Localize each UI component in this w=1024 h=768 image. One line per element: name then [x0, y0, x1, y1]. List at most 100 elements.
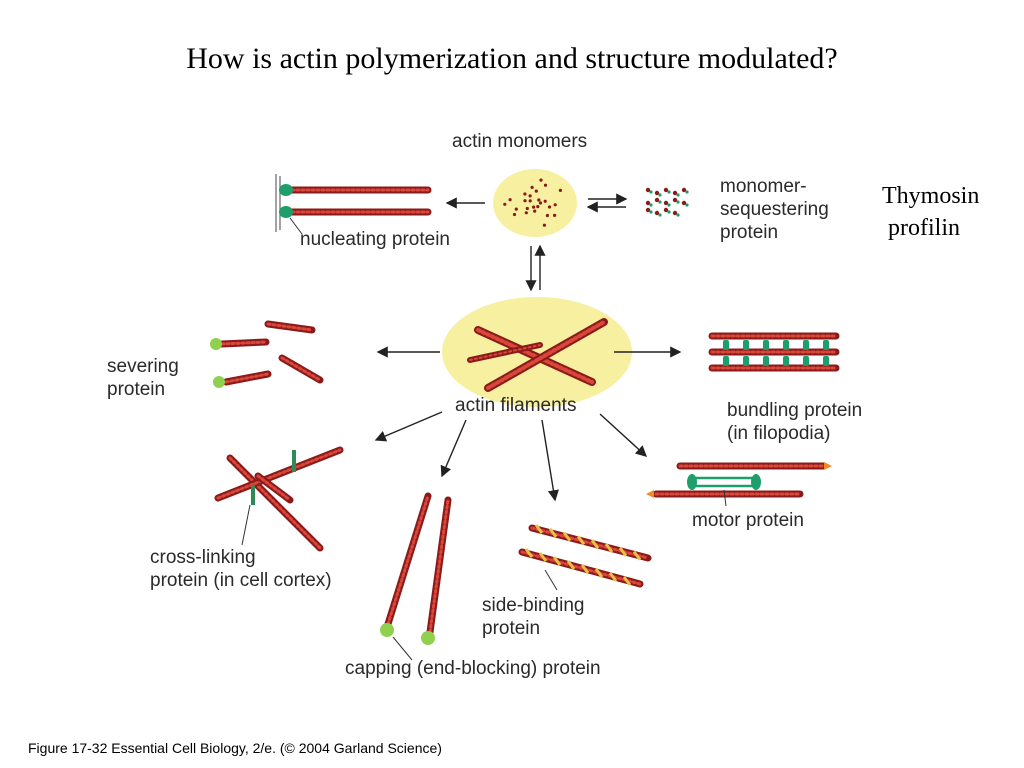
sequestering-protein [649, 210, 653, 214]
sequestered-monomer [645, 207, 651, 213]
figure-caption: Figure 17-32 Essential Cell Biology, 2/e… [28, 740, 442, 756]
side-binding-protein [590, 539, 600, 550]
actin-monomer [524, 211, 528, 215]
bundling-proteins [723, 340, 829, 366]
sequestering-protein [667, 210, 671, 214]
label-severing-1: severing [107, 356, 179, 377]
arrows [374, 193, 682, 502]
filament-pool [442, 297, 632, 407]
label-motor-protein: motor protein [692, 510, 804, 531]
arrow-to-motor [599, 413, 648, 457]
side-binding-protein [576, 535, 586, 546]
actin-filament-texture [228, 456, 322, 550]
actin-monomer [523, 192, 527, 196]
sequestering-protein [658, 200, 662, 204]
bundling-protein [743, 340, 749, 350]
sequestering-protein [658, 193, 662, 197]
actin-monomer [525, 206, 529, 211]
sequestered-monomer [645, 187, 651, 193]
actin-filament-texture [476, 328, 594, 384]
sequestered-monomer [654, 197, 660, 203]
sequestering-protein [676, 213, 680, 217]
actin-monomer [530, 185, 534, 189]
actin-monomer [528, 194, 532, 198]
actin-monomer [547, 205, 552, 209]
actin-monomer [558, 188, 563, 192]
actin-monomer [543, 199, 547, 203]
nucleating-protein-top [279, 184, 293, 196]
actin-monomer [523, 199, 527, 203]
arrow-to-capping [440, 419, 467, 478]
bundling-protein [743, 356, 749, 366]
sequestered-monomer [654, 190, 660, 196]
actin-filament-texture [386, 494, 430, 626]
actin-monomer [533, 209, 537, 213]
actin-monomer [553, 203, 557, 207]
note-profilin: profilin [888, 215, 960, 241]
side-binding-proteins [524, 524, 642, 586]
actin-filament-texture [428, 498, 450, 634]
label-bundling-1: bundling protein [727, 400, 863, 421]
actin-filament-texture [224, 372, 270, 384]
sequestering-protein [658, 213, 662, 217]
page-title: How is actin polymerization and structur… [186, 42, 838, 75]
side-binding-protein [622, 576, 632, 586]
actin-monomer [512, 212, 517, 217]
label-severing-2: protein [107, 379, 166, 400]
sequestered-monomers [645, 187, 689, 217]
sequestered-monomer [663, 187, 669, 193]
sequestered-monomer [663, 200, 669, 206]
sequestering-protein [667, 190, 671, 194]
label-actin-monomers: actin monomers [452, 131, 588, 152]
side-binding-protein [608, 572, 618, 582]
actin-monomer [543, 183, 548, 187]
sequestering-protein [685, 203, 689, 207]
label-sidebinding-2: protein [482, 618, 541, 639]
sequestered-monomer [672, 190, 678, 196]
nucleating-complex [275, 174, 303, 235]
actin-filament-texture [266, 322, 314, 332]
crosslinking-proteins [241, 450, 296, 546]
actin-monomer [537, 198, 541, 202]
label-sequestering-2: sequestering [720, 199, 829, 220]
label-bundling-2: (in filopodia) [727, 423, 831, 444]
side-binding-protein [534, 524, 544, 534]
actin-monomer [508, 198, 512, 202]
actin-monomer [536, 205, 540, 209]
sequestered-monomer [654, 210, 660, 216]
bundling-protein [723, 356, 729, 366]
label-nucleating-protein: nucleating protein [300, 229, 450, 250]
actin-filament-texture [216, 448, 342, 500]
sequestering-protein [649, 203, 653, 207]
actin-monomer [514, 207, 518, 211]
nucleating-protein-bottom [279, 206, 293, 218]
bundling-protein [823, 340, 829, 350]
sequestering-protein [685, 190, 689, 194]
capping-protein-left [380, 623, 394, 637]
actin-monomer [532, 205, 536, 209]
bundling-protein [783, 340, 789, 350]
actin-monomer [503, 202, 507, 206]
label-crosslinking-1: cross-linking [150, 547, 256, 568]
actin-filament-texture [486, 320, 606, 390]
actin-monomer [534, 189, 538, 193]
label-sequestering-1: monomer- [720, 176, 807, 197]
actin-monomer [538, 201, 543, 205]
sequestered-monomer [672, 197, 678, 203]
bundling-protein [763, 356, 769, 366]
actin-filament-texture [520, 550, 642, 586]
note-thymosin: Thymosin [882, 183, 980, 209]
sequestering-protein [667, 203, 671, 207]
severing-protein-bottom [213, 376, 225, 388]
sequestering-protein [649, 190, 653, 194]
monomer-pool [493, 169, 577, 237]
side-binding-protein [524, 548, 534, 558]
side-binding-protein [604, 543, 614, 553]
side-binding-protein [618, 546, 628, 557]
actin-filament-texture [469, 344, 541, 361]
side-binding-protein [632, 550, 642, 561]
severing-proteins [210, 338, 225, 388]
bundling-protein [763, 340, 769, 350]
actin-filament-texture [530, 526, 650, 560]
